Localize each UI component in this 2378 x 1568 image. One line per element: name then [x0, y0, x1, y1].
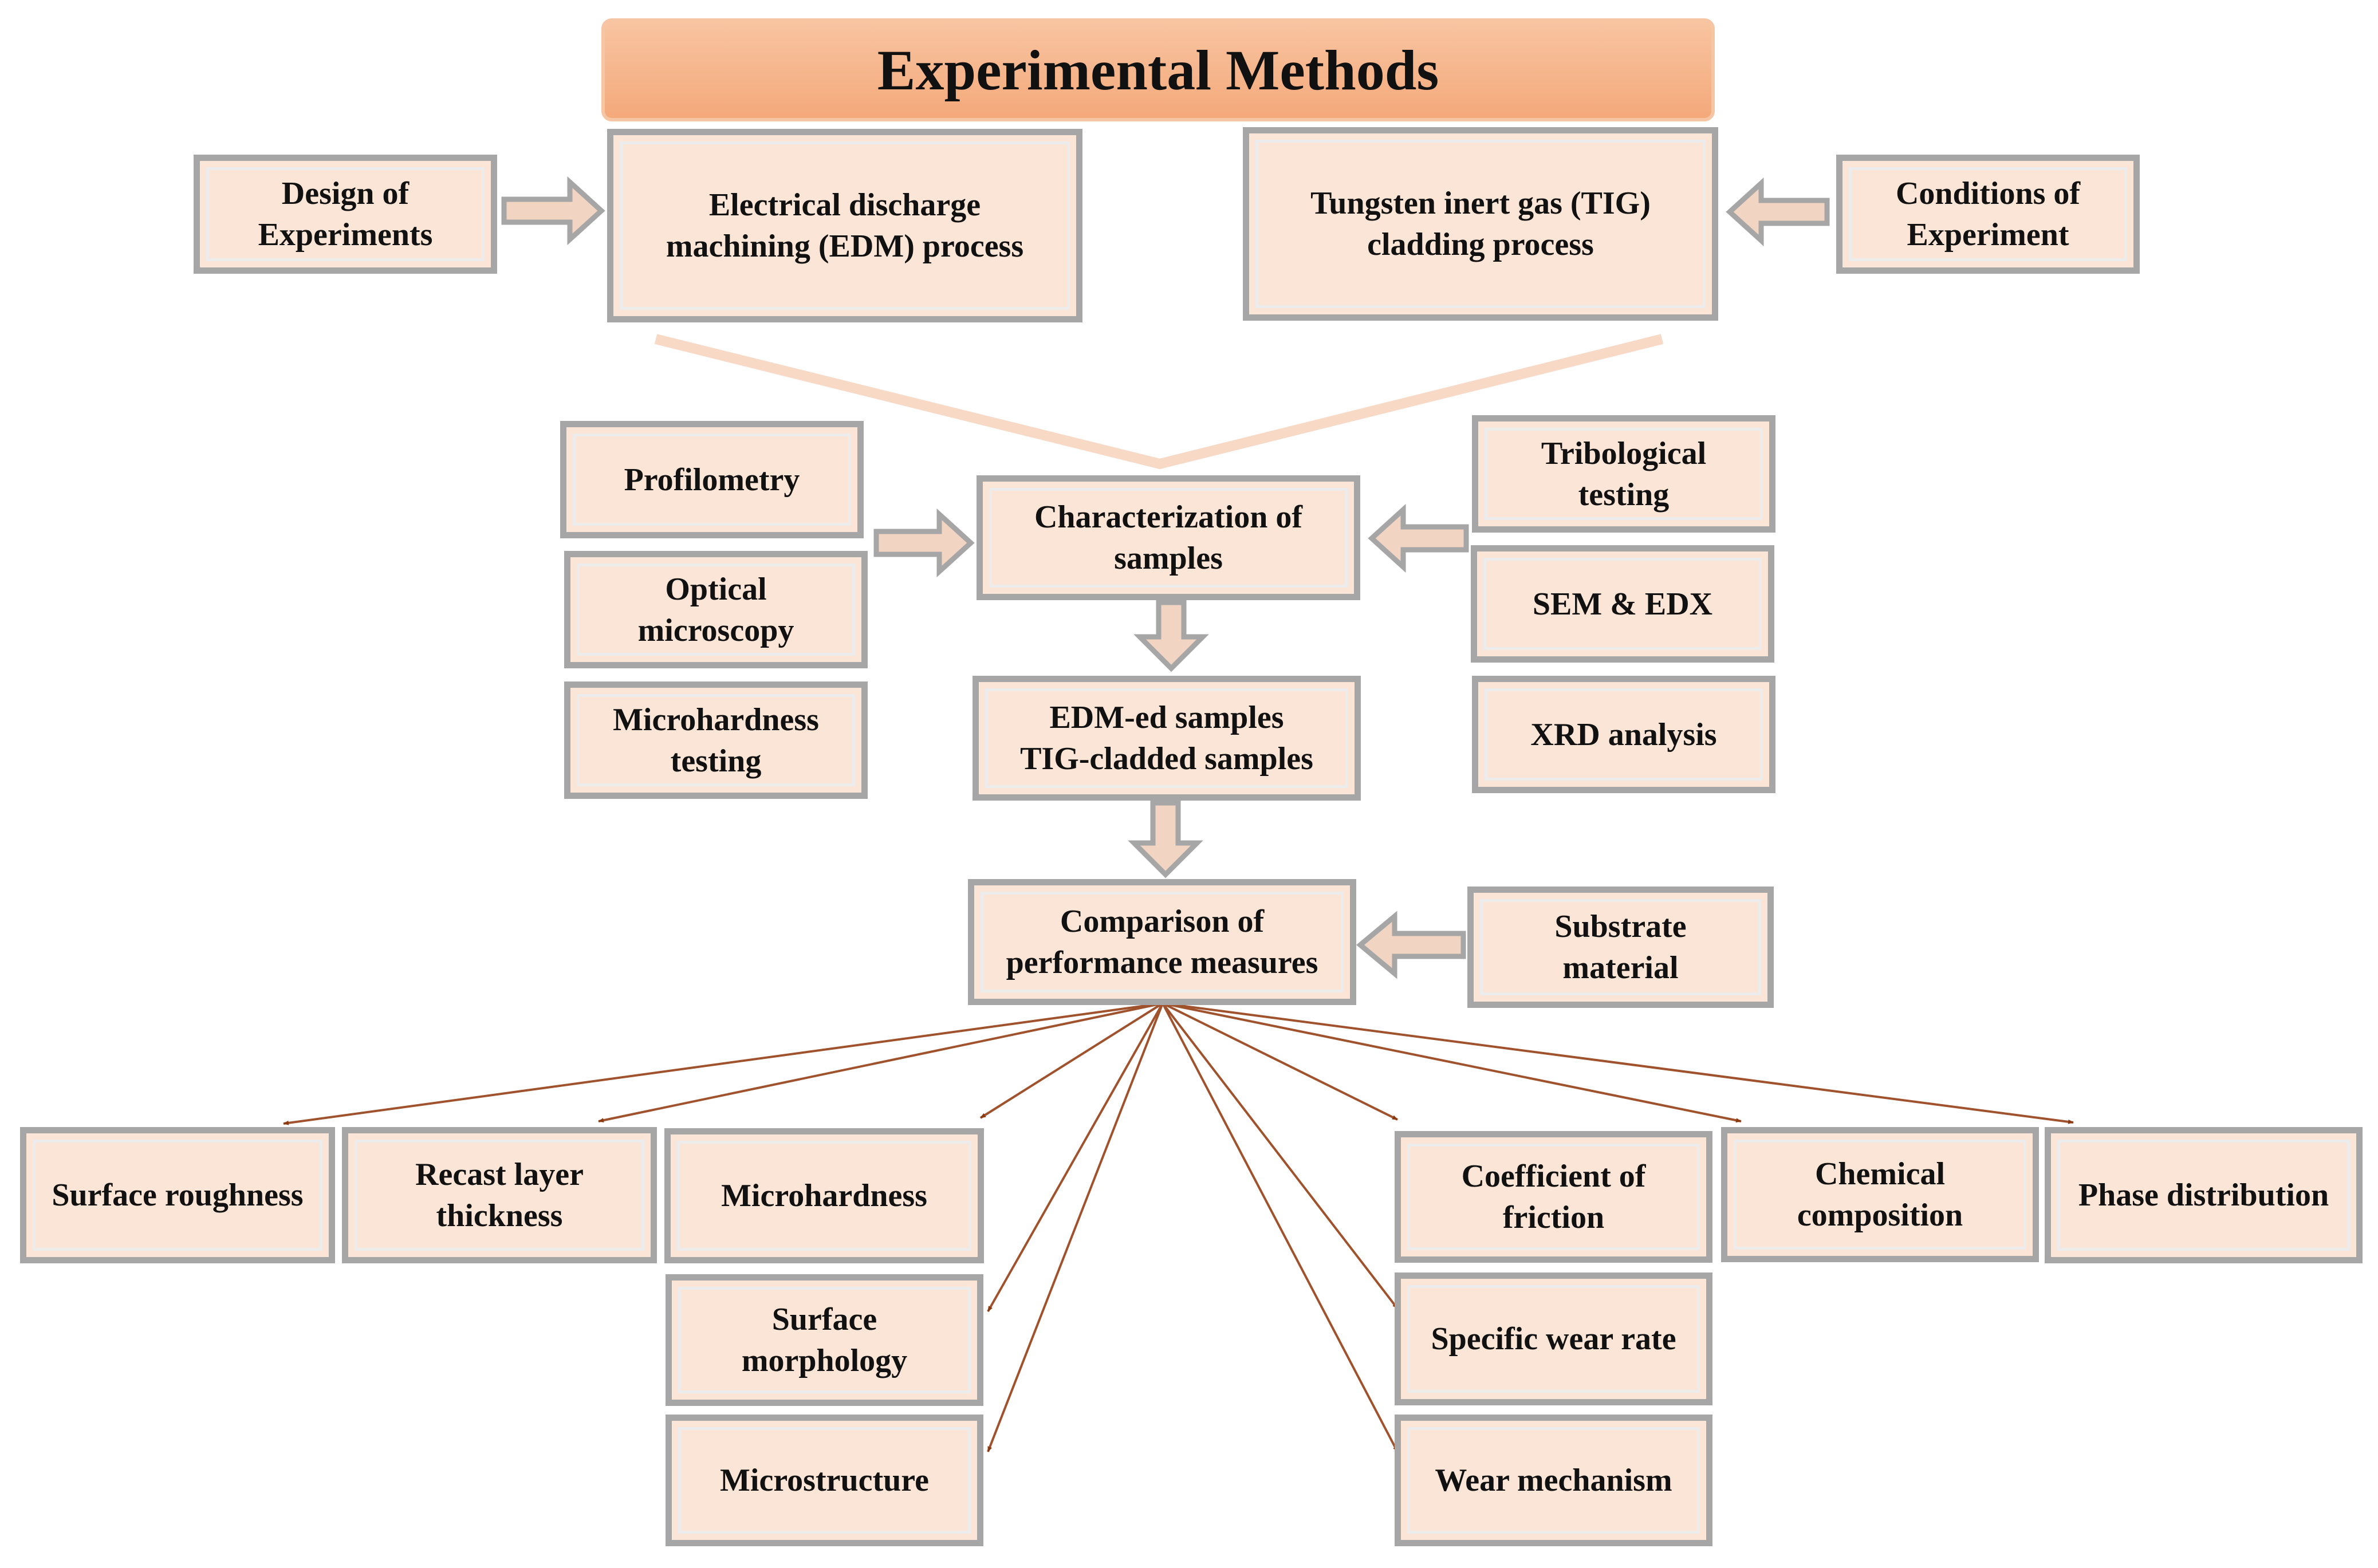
fan-out-connectors [283, 1002, 2074, 1452]
conditions-to-tig-arrow [1726, 177, 1830, 247]
design-to-edm-arrow [501, 176, 605, 246]
characterization-box: Characterization of samples [977, 475, 1360, 600]
connector-to-specific-wear-rate [1162, 1002, 1399, 1310]
tig-process-box: Tungsten inert gas (TIG) cladding proces… [1243, 127, 1718, 321]
measure-coefficient-of-friction-box: Coefficient of friction [1395, 1131, 1712, 1263]
characterization-to-samples-arrow [1133, 600, 1209, 672]
measure-specific-wear-rate-box: Specific wear rate [1395, 1272, 1712, 1405]
method-tribological-testing-box: Tribological testing [1472, 415, 1775, 533]
edm-process-label: Electrical discharge machining (EDM) pro… [666, 187, 1024, 264]
connector-to-chemical-composition [1162, 1002, 1742, 1123]
connector-to-surface-morphology [987, 1003, 1164, 1312]
substrate-to-comparison-arrow [1356, 911, 1466, 979]
design-of-experiments-box: Design of Experiments [194, 155, 497, 274]
method-tribological-testing-label: Tribological testing [1541, 435, 1707, 513]
profilometry-to-characterization-arrow [873, 508, 975, 578]
characterization-label: Characterization of samples [1034, 499, 1303, 576]
measure-coefficient-of-friction-label: Coefficient of friction [1461, 1159, 1646, 1235]
samples-box: EDM-ed samples TIG-cladded samples [973, 676, 1361, 801]
method-optical-microscopy-label: Optical microscopy [637, 571, 794, 648]
measure-chemical-composition-label: Chemical composition [1797, 1156, 1963, 1233]
measure-chemical-composition-box: Chemical composition [1721, 1127, 2039, 1262]
measure-recast-layer-box: Recast layer thickness [342, 1127, 657, 1263]
tig-process-label: Tungsten inert gas (TIG) cladding proces… [1310, 186, 1651, 262]
samples-label: EDM-ed samples TIG-cladded samples [1020, 700, 1313, 777]
diagram-title: Experimental Methods [601, 18, 1715, 121]
method-profilometry-box: Profilometry [560, 421, 864, 538]
method-optical-microscopy-box: Optical microscopy [564, 551, 868, 668]
measure-specific-wear-rate-label: Specific wear rate [1431, 1321, 1676, 1357]
design-of-experiments-label: Design of Experiments [258, 176, 433, 253]
tribology-to-characterization-arrow [1368, 503, 1469, 573]
diagram-title-text: Experimental Methods [877, 38, 1439, 102]
measure-microhardness-box: Microhardness [664, 1128, 984, 1263]
measure-surface-roughness-label: Surface roughness [52, 1177, 304, 1213]
measure-wear-mechanism-box: Wear mechanism [1395, 1415, 1712, 1546]
method-sem-edx-label: SEM & EDX [1532, 586, 1713, 622]
measure-wear-mechanism-label: Wear mechanism [1435, 1463, 1672, 1498]
measure-surface-roughness-box: Surface roughness [20, 1127, 335, 1263]
method-microhardness-testing-box: Microhardness testing [564, 681, 868, 799]
samples-to-comparison-arrow [1128, 800, 1203, 878]
method-sem-edx-box: SEM & EDX [1471, 545, 1774, 663]
measure-surface-morphology-label: Surface morphology [741, 1302, 908, 1378]
substrate-material-label: Substrate material [1554, 909, 1687, 986]
connector-to-recast-layer [598, 1002, 1163, 1123]
measure-surface-morphology-box: Surface morphology [666, 1274, 983, 1406]
edm-process-box: Electrical discharge machining (EDM) pro… [607, 129, 1082, 322]
connector-to-microstructure [987, 1003, 1164, 1452]
method-xrd-analysis-box: XRD analysis [1472, 676, 1775, 793]
measure-recast-layer-label: Recast layer thickness [415, 1157, 584, 1234]
merge-connector [654, 334, 1664, 469]
measure-microstructure-label: Microstructure [720, 1463, 929, 1498]
measure-microhardness-label: Microhardness [721, 1178, 927, 1214]
connector-to-wear-mechanism [1162, 1003, 1399, 1452]
measure-microstructure-box: Microstructure [666, 1415, 983, 1546]
measure-phase-distribution-label: Phase distribution [2078, 1177, 2329, 1213]
block-arrows [501, 176, 1830, 979]
conditions-of-experiment-label: Conditions of Experiment [1895, 176, 2081, 253]
comparison-label: Comparison of performance measures [1006, 904, 1318, 980]
measure-phase-distribution-box: Phase distribution [2045, 1127, 2363, 1263]
substrate-material-box: Substrate material [1467, 887, 1774, 1008]
method-xrd-analysis-label: XRD analysis [1530, 716, 1717, 753]
method-microhardness-testing-label: Microhardness testing [613, 702, 819, 779]
connector-to-phase-distribution [1162, 1002, 2074, 1124]
connector-to-surface-roughness [283, 1002, 1163, 1125]
conditions-of-experiment-box: Conditions of Experiment [1836, 155, 2140, 274]
method-profilometry-label: Profilometry [624, 462, 800, 498]
connector-to-coefficient-of-friction [1162, 1002, 1398, 1121]
comparison-box: Comparison of performance measures [968, 879, 1356, 1005]
connector-to-microhardness [979, 1002, 1164, 1119]
